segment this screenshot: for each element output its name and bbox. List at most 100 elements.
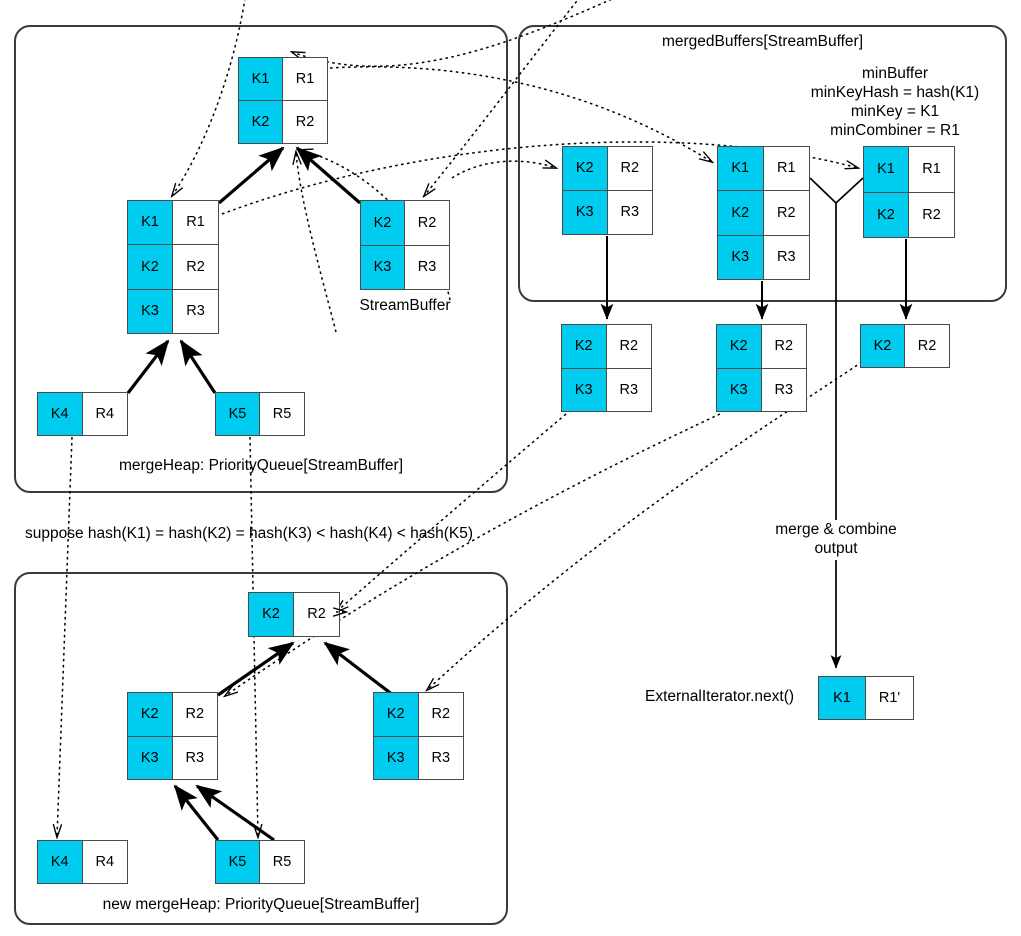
external-iterator-label: ExternalIterator.next() bbox=[645, 688, 795, 705]
kv-row: K4 R4 bbox=[38, 393, 127, 435]
kv-row: K2 R2 bbox=[562, 325, 651, 368]
heap-leaf-k4-buffer[interactable]: K4 R4 bbox=[37, 392, 128, 436]
key-cell: K5 bbox=[216, 393, 260, 435]
key-cell: K2 bbox=[128, 693, 173, 736]
min-key-line: minKey = K1 bbox=[850, 102, 940, 120]
heap-root-buffer[interactable]: K1 R1 K2 R2 bbox=[238, 57, 328, 144]
kv-row: K2 R2 bbox=[361, 201, 449, 245]
record-cell: R2 bbox=[607, 147, 652, 190]
record-cell: R3 bbox=[606, 368, 651, 411]
new-heap-leaf-k4-buffer[interactable]: K4 R4 bbox=[37, 840, 128, 884]
key-cell: K3 bbox=[128, 736, 173, 779]
kv-row: K3 R3 bbox=[563, 190, 652, 234]
key-cell: K3 bbox=[718, 235, 764, 279]
record-cell: R3 bbox=[405, 245, 449, 289]
record-cell: R3 bbox=[173, 289, 218, 333]
min-key-hash-line: minKeyHash = hash(K1) bbox=[810, 83, 980, 101]
new-heap-root-buffer[interactable]: K2 R2 bbox=[248, 592, 340, 637]
kv-row: K5 R5 bbox=[216, 393, 304, 435]
key-cell: K1 bbox=[128, 201, 173, 245]
key-cell: K2 bbox=[128, 245, 173, 289]
key-cell: K1 bbox=[718, 147, 764, 191]
record-cell: R3 bbox=[607, 191, 652, 234]
record-cell: R2 bbox=[905, 325, 949, 367]
kv-row: K1 R1 bbox=[718, 147, 809, 191]
remaining-buffer-3[interactable]: K2 R2 bbox=[860, 324, 950, 368]
hash-assumption-note: suppose hash(K1) = hash(K2) = hash(K3) <… bbox=[25, 525, 474, 542]
key-cell: K3 bbox=[717, 368, 762, 411]
record-cell: R1 bbox=[173, 201, 218, 245]
remaining-buffer-1[interactable]: K2 R2 K3 R3 bbox=[561, 324, 652, 412]
min-buffer-annotation: minBuffer minKeyHash = hash(K1) minKey =… bbox=[780, 65, 1010, 141]
record-cell: R5 bbox=[260, 841, 304, 883]
kv-row: K3 R3 bbox=[374, 735, 463, 779]
key-cell: K2 bbox=[861, 325, 905, 367]
key-cell: K4 bbox=[38, 841, 83, 883]
merged-buffer-2[interactable]: K1 R1 K2 R2 K3 R3 bbox=[717, 146, 810, 280]
record-cell: R2 bbox=[173, 245, 218, 289]
record-cell: R2 bbox=[763, 191, 809, 235]
key-cell: K2 bbox=[361, 201, 405, 245]
key-cell: K3 bbox=[562, 368, 607, 411]
record-cell: R3 bbox=[761, 368, 806, 411]
key-cell: K3 bbox=[374, 736, 419, 779]
heap-leaf-k5-buffer[interactable]: K5 R5 bbox=[215, 392, 305, 436]
key-cell: K2 bbox=[249, 593, 294, 636]
record-cell: R4 bbox=[82, 393, 127, 435]
remaining-buffer-2[interactable]: K2 R2 K3 R3 bbox=[716, 324, 807, 412]
merge-combine-line-1: merge & combine bbox=[775, 521, 897, 538]
heap-right-child-buffer[interactable]: K2 R2 K3 R3 bbox=[360, 200, 450, 290]
kv-row: K3 R3 bbox=[717, 367, 806, 411]
new-heap-leaf-k5-buffer[interactable]: K5 R5 bbox=[215, 840, 305, 884]
key-cell: K3 bbox=[563, 191, 608, 234]
kv-row: K1 R1 bbox=[239, 58, 327, 100]
record-cell: R2 bbox=[294, 593, 339, 636]
record-cell: R2 bbox=[909, 192, 954, 237]
key-cell: K4 bbox=[38, 393, 83, 435]
merged-buffer-3[interactable]: K1 R1 K2 R2 bbox=[863, 146, 955, 238]
key-cell: K2 bbox=[717, 325, 762, 368]
kv-row: K3 R3 bbox=[128, 288, 218, 333]
key-cell: K3 bbox=[128, 289, 173, 333]
iterator-output-pair[interactable]: K1 R1' bbox=[818, 676, 914, 720]
merged-buffer-1[interactable]: K2 R2 K3 R3 bbox=[562, 146, 653, 235]
key-cell: K2 bbox=[374, 693, 419, 736]
kv-row: K2 R2 bbox=[861, 325, 949, 367]
kv-row: K3 R3 bbox=[361, 244, 449, 289]
kv-row: K2 R2 bbox=[374, 693, 463, 736]
panel-new-merge-heap-label: new mergeHeap: PriorityQueue[StreamBuffe… bbox=[102, 896, 420, 913]
key-cell: K5 bbox=[216, 841, 260, 883]
record-cell: R2 bbox=[172, 693, 217, 736]
kv-row: K2 R2 bbox=[239, 100, 327, 143]
key-cell: K2 bbox=[864, 192, 909, 237]
key-cell: K2 bbox=[239, 101, 283, 143]
kv-row: K4 R4 bbox=[38, 841, 127, 883]
key-cell: K2 bbox=[718, 191, 764, 235]
new-heap-right-child-buffer[interactable]: K2 R2 K3 R3 bbox=[373, 692, 464, 780]
key-cell: K2 bbox=[563, 147, 608, 190]
key-cell: K1 bbox=[819, 677, 866, 719]
panel-merge-heap-label: mergeHeap: PriorityQueue[StreamBuffer] bbox=[118, 457, 403, 474]
min-combiner-line: minCombiner = R1 bbox=[830, 121, 960, 139]
kv-row: K2 R2 bbox=[249, 593, 339, 636]
new-heap-left-child-buffer[interactable]: K2 R2 K3 R3 bbox=[127, 692, 218, 780]
record-cell: R1 bbox=[283, 58, 327, 100]
stream-buffer-label: StreamBuffer bbox=[359, 297, 451, 314]
min-buffer-line: minBuffer bbox=[861, 65, 929, 82]
kv-row: K3 R3 bbox=[562, 367, 651, 411]
record-cell: R2 bbox=[418, 693, 463, 736]
kv-row: K2 R2 bbox=[128, 244, 218, 289]
record-cell: R4 bbox=[82, 841, 127, 883]
kv-row: K2 R2 bbox=[864, 191, 954, 237]
record-cell: R3 bbox=[172, 736, 217, 779]
heap-left-child-buffer[interactable]: K1 R1 K2 R2 K3 R3 bbox=[127, 200, 219, 334]
kv-row: K1 R1' bbox=[819, 677, 913, 719]
kv-row: K2 R2 bbox=[128, 693, 217, 736]
record-cell: R1 bbox=[909, 147, 954, 192]
record-cell: R2 bbox=[761, 325, 806, 368]
merge-combine-line-2: output bbox=[814, 539, 858, 557]
key-cell: K1 bbox=[864, 147, 909, 192]
kv-row: K2 R2 bbox=[718, 190, 809, 235]
record-cell: R2 bbox=[606, 325, 651, 368]
